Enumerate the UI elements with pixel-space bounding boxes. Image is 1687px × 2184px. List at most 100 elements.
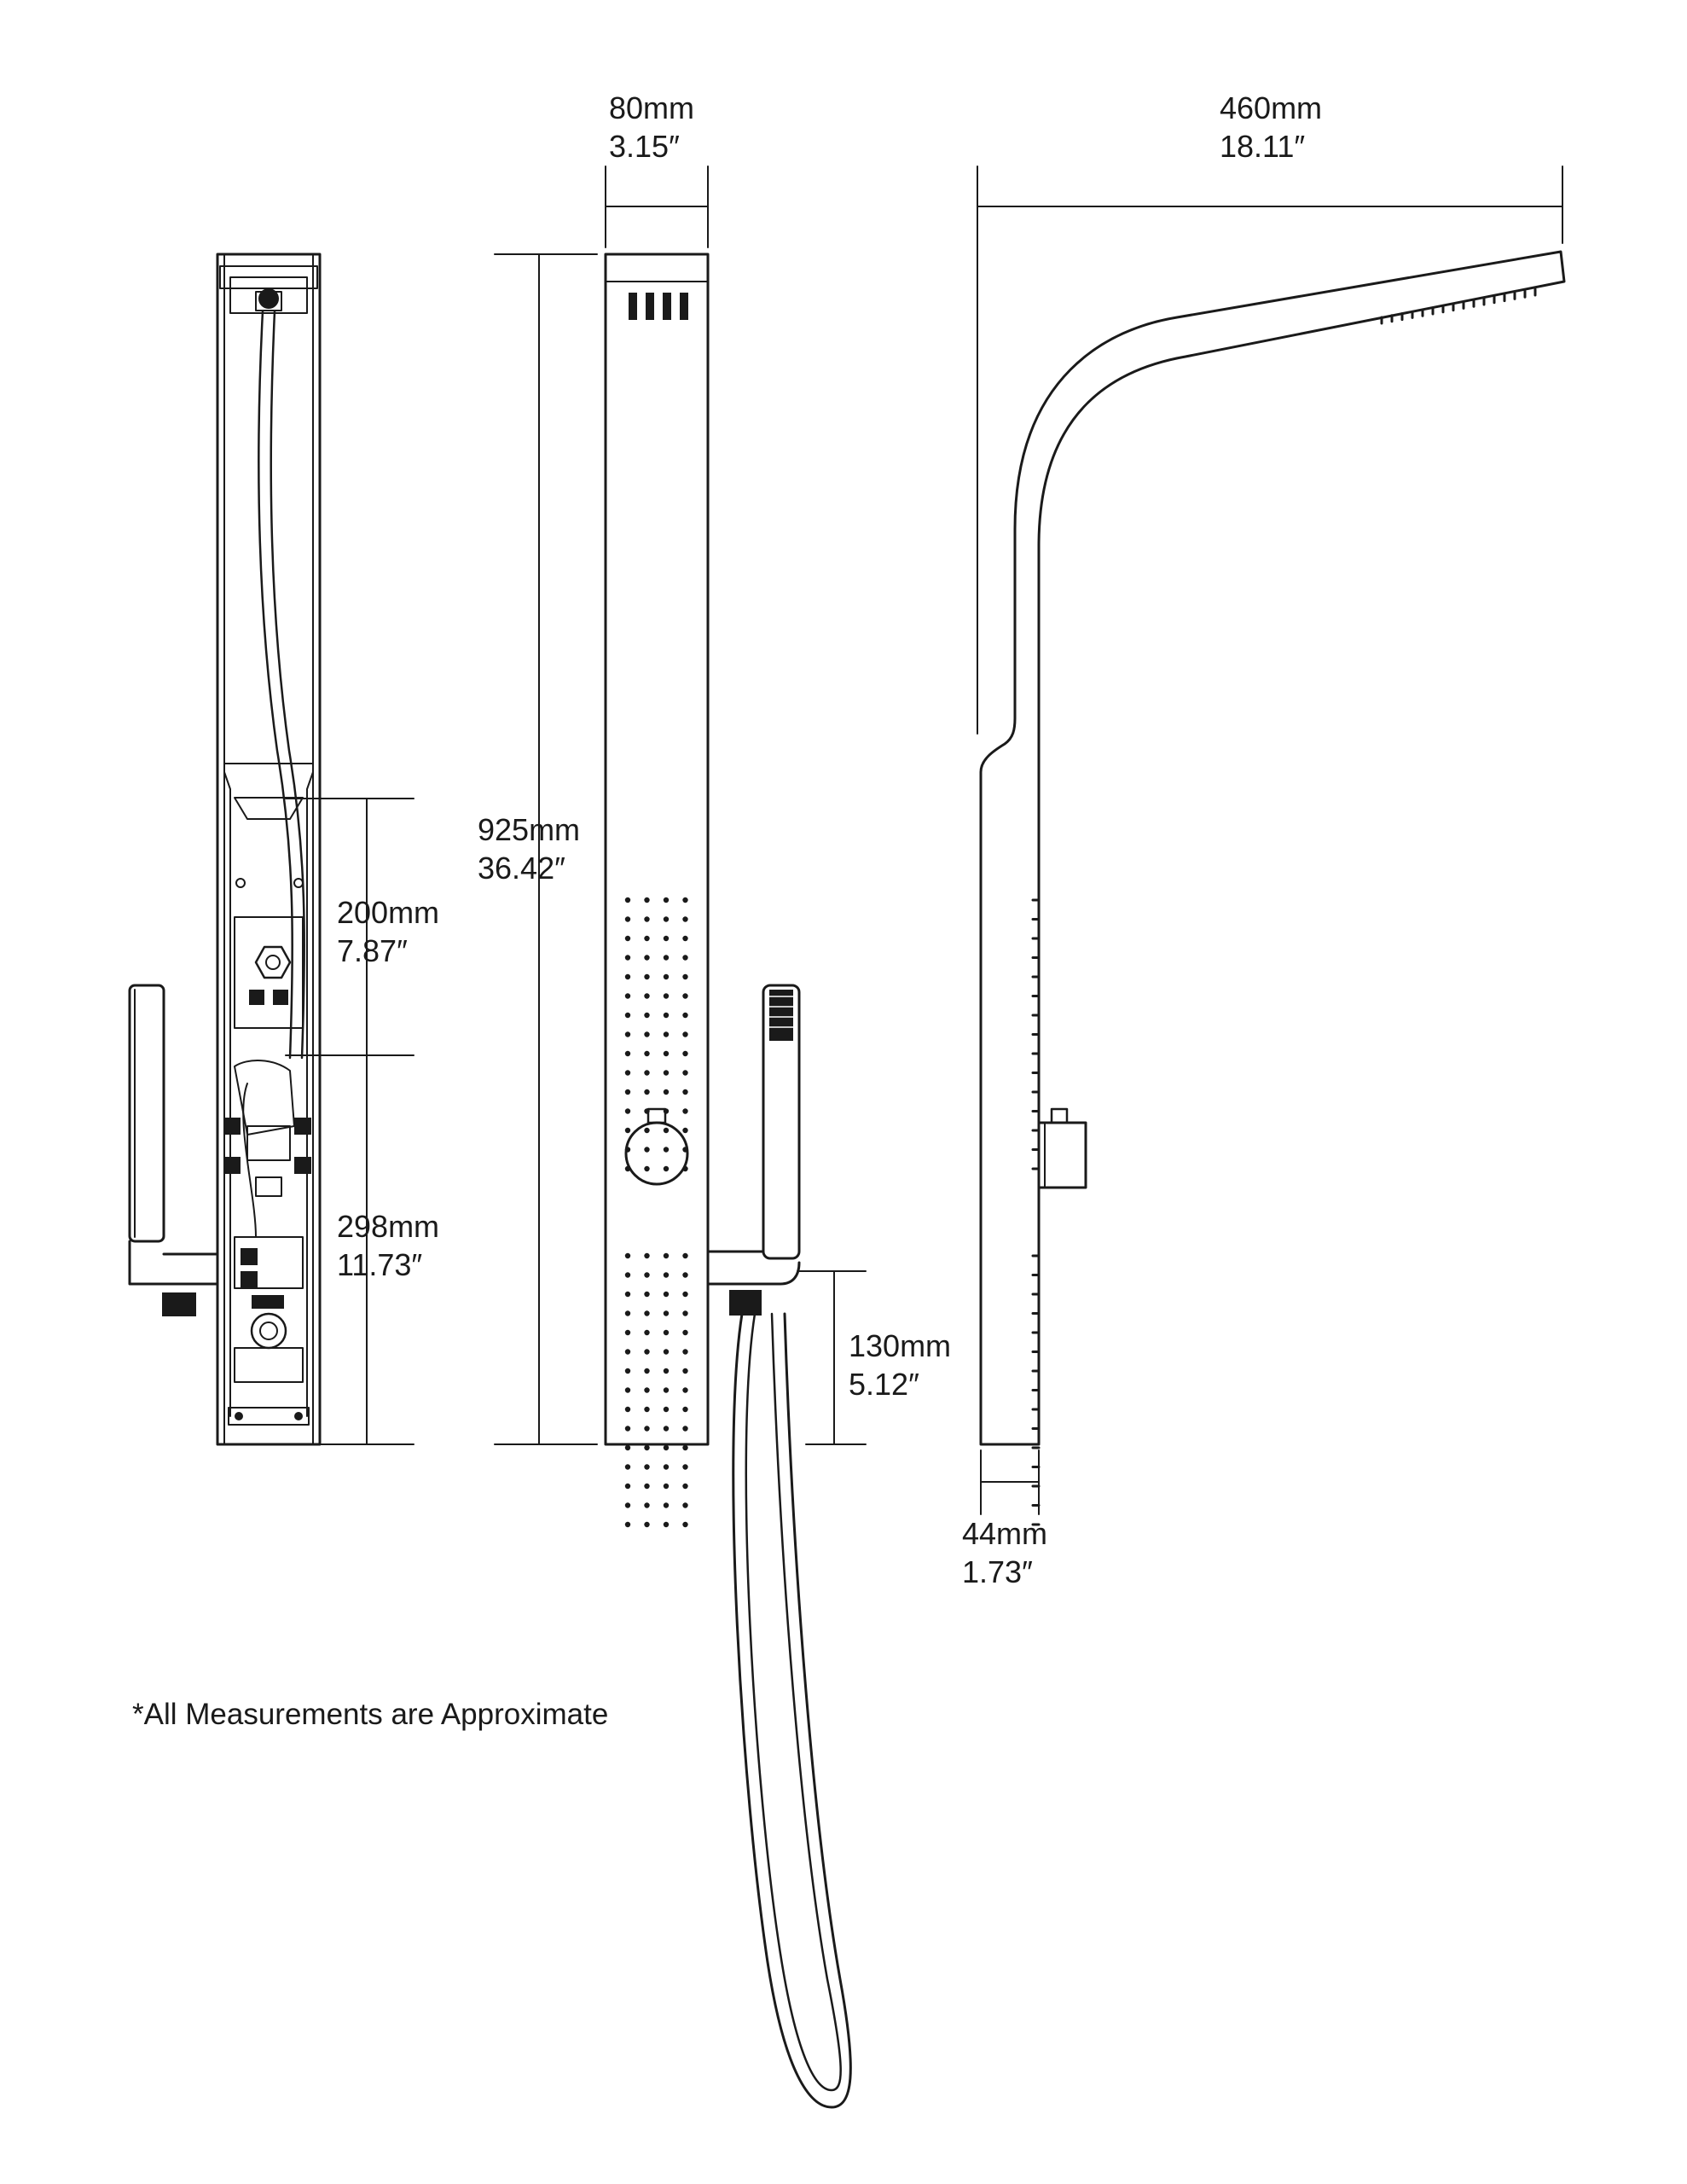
jet-dot [682,1070,688,1076]
jet-dot [663,1165,670,1172]
jet-dot [663,1050,670,1057]
middle-diverter [223,1060,311,1238]
top-nozzle-slots [629,293,688,320]
jet-dot [682,1444,688,1451]
jet-dot [663,1464,670,1470]
jet-dot [624,1127,631,1134]
jet-dot [682,1406,688,1413]
jet-dot [644,1165,650,1172]
jet-dot [682,993,688,999]
upper-valve-block [234,797,304,1029]
jet-dot [624,935,631,942]
lower-body-jets [624,1252,688,1528]
jet-dot [644,1252,650,1259]
jet-dot [682,1252,688,1259]
jet-dot [682,1031,688,1037]
jet-dot [663,1089,670,1095]
jet-dot [624,1329,631,1336]
jet-dot [663,1483,670,1490]
jet-dot [644,897,650,903]
jet-dot [663,1406,670,1413]
jet-dot [644,1012,650,1019]
jet-dot [663,1329,670,1336]
width-label: 80mm 3.15″ [609,90,695,164]
jet-dot [624,1483,631,1490]
depth-label: 44mm 1.73″ [962,1516,1048,1589]
jet-dot [663,1291,670,1298]
width-dimension [605,166,709,248]
jet-dot [663,1310,670,1316]
jet-dot [682,1272,688,1278]
side-knob [1037,1107,1087,1189]
jet-dot [663,916,670,922]
jet-dot [682,973,688,980]
jet-dot [682,1368,688,1374]
jet-dot [644,935,650,942]
jet-dot [663,1070,670,1076]
jet-dot [644,1329,650,1336]
jet-dot [624,916,631,922]
jet-dot [682,1349,688,1355]
height-dimension [494,253,598,1445]
depth-dimension [980,1449,1040,1515]
front-view [604,253,852,2109]
jet-dot [663,1252,670,1259]
handshower-height-label: 130mm 5.12″ [849,1328,952,1402]
jet-dot [644,1502,650,1508]
jet-dot [624,1031,631,1037]
jet-dot [624,955,631,961]
jet-dot [644,955,650,961]
jet-dot [624,1050,631,1057]
jet-dot [682,1108,688,1114]
jet-dot [644,1070,650,1076]
jet-dot [644,1272,650,1278]
jet-dot [624,1012,631,1019]
jet-dot [682,1464,688,1470]
jet-dot [682,1310,688,1316]
jet-dot [644,1406,650,1413]
jet-dot [624,1310,631,1316]
jet-dot [644,1368,650,1374]
valve-spacing-upper-label: 200mm 7.87″ [337,895,440,968]
supply-hose [258,310,294,1060]
jet-dot [624,1426,631,1432]
jet-dot [682,1521,688,1528]
front-view-handshower[interactable] [706,984,801,1316]
jet-dot [624,1272,631,1278]
jet-dot [663,1444,670,1451]
jet-dot [682,1012,688,1019]
jet-dot [682,1089,688,1095]
jet-dot [624,1502,631,1508]
jet-dot [644,993,650,999]
jet-dot [644,1310,650,1316]
jet-dot [624,1406,631,1413]
lower-valve-block [234,1236,304,1383]
back-view [128,253,322,1446]
jet-dot [682,1502,688,1508]
jet-dot [682,1127,688,1134]
jet-dot [624,1252,631,1259]
jet-dot [663,1387,670,1393]
jet-dot [644,1127,650,1134]
jet-dot [644,1521,650,1528]
jet-dot [624,1464,631,1470]
jet-dot [663,1012,670,1019]
jet-dot [644,1387,650,1393]
jet-dot [682,1291,688,1298]
jet-dot [682,1387,688,1393]
jet-dot [663,1272,670,1278]
back-view-handshower [128,984,219,1316]
side-view [979,250,1566,1526]
jet-dot [624,973,631,980]
arm-length-label: 460mm 18.11″ [1220,90,1323,164]
thermostatic-knob[interactable] [624,1107,689,1186]
jet-dot [663,973,670,980]
jet-dot [644,1426,650,1432]
measurement-note: *All Measurements are Approximate [132,1698,609,1731]
jet-dot [663,955,670,961]
jet-dot [682,935,688,942]
jet-dot [644,1089,650,1095]
valve-spacing-lower-label: 298mm 11.73″ [337,1209,440,1282]
jet-dot [663,1349,670,1355]
